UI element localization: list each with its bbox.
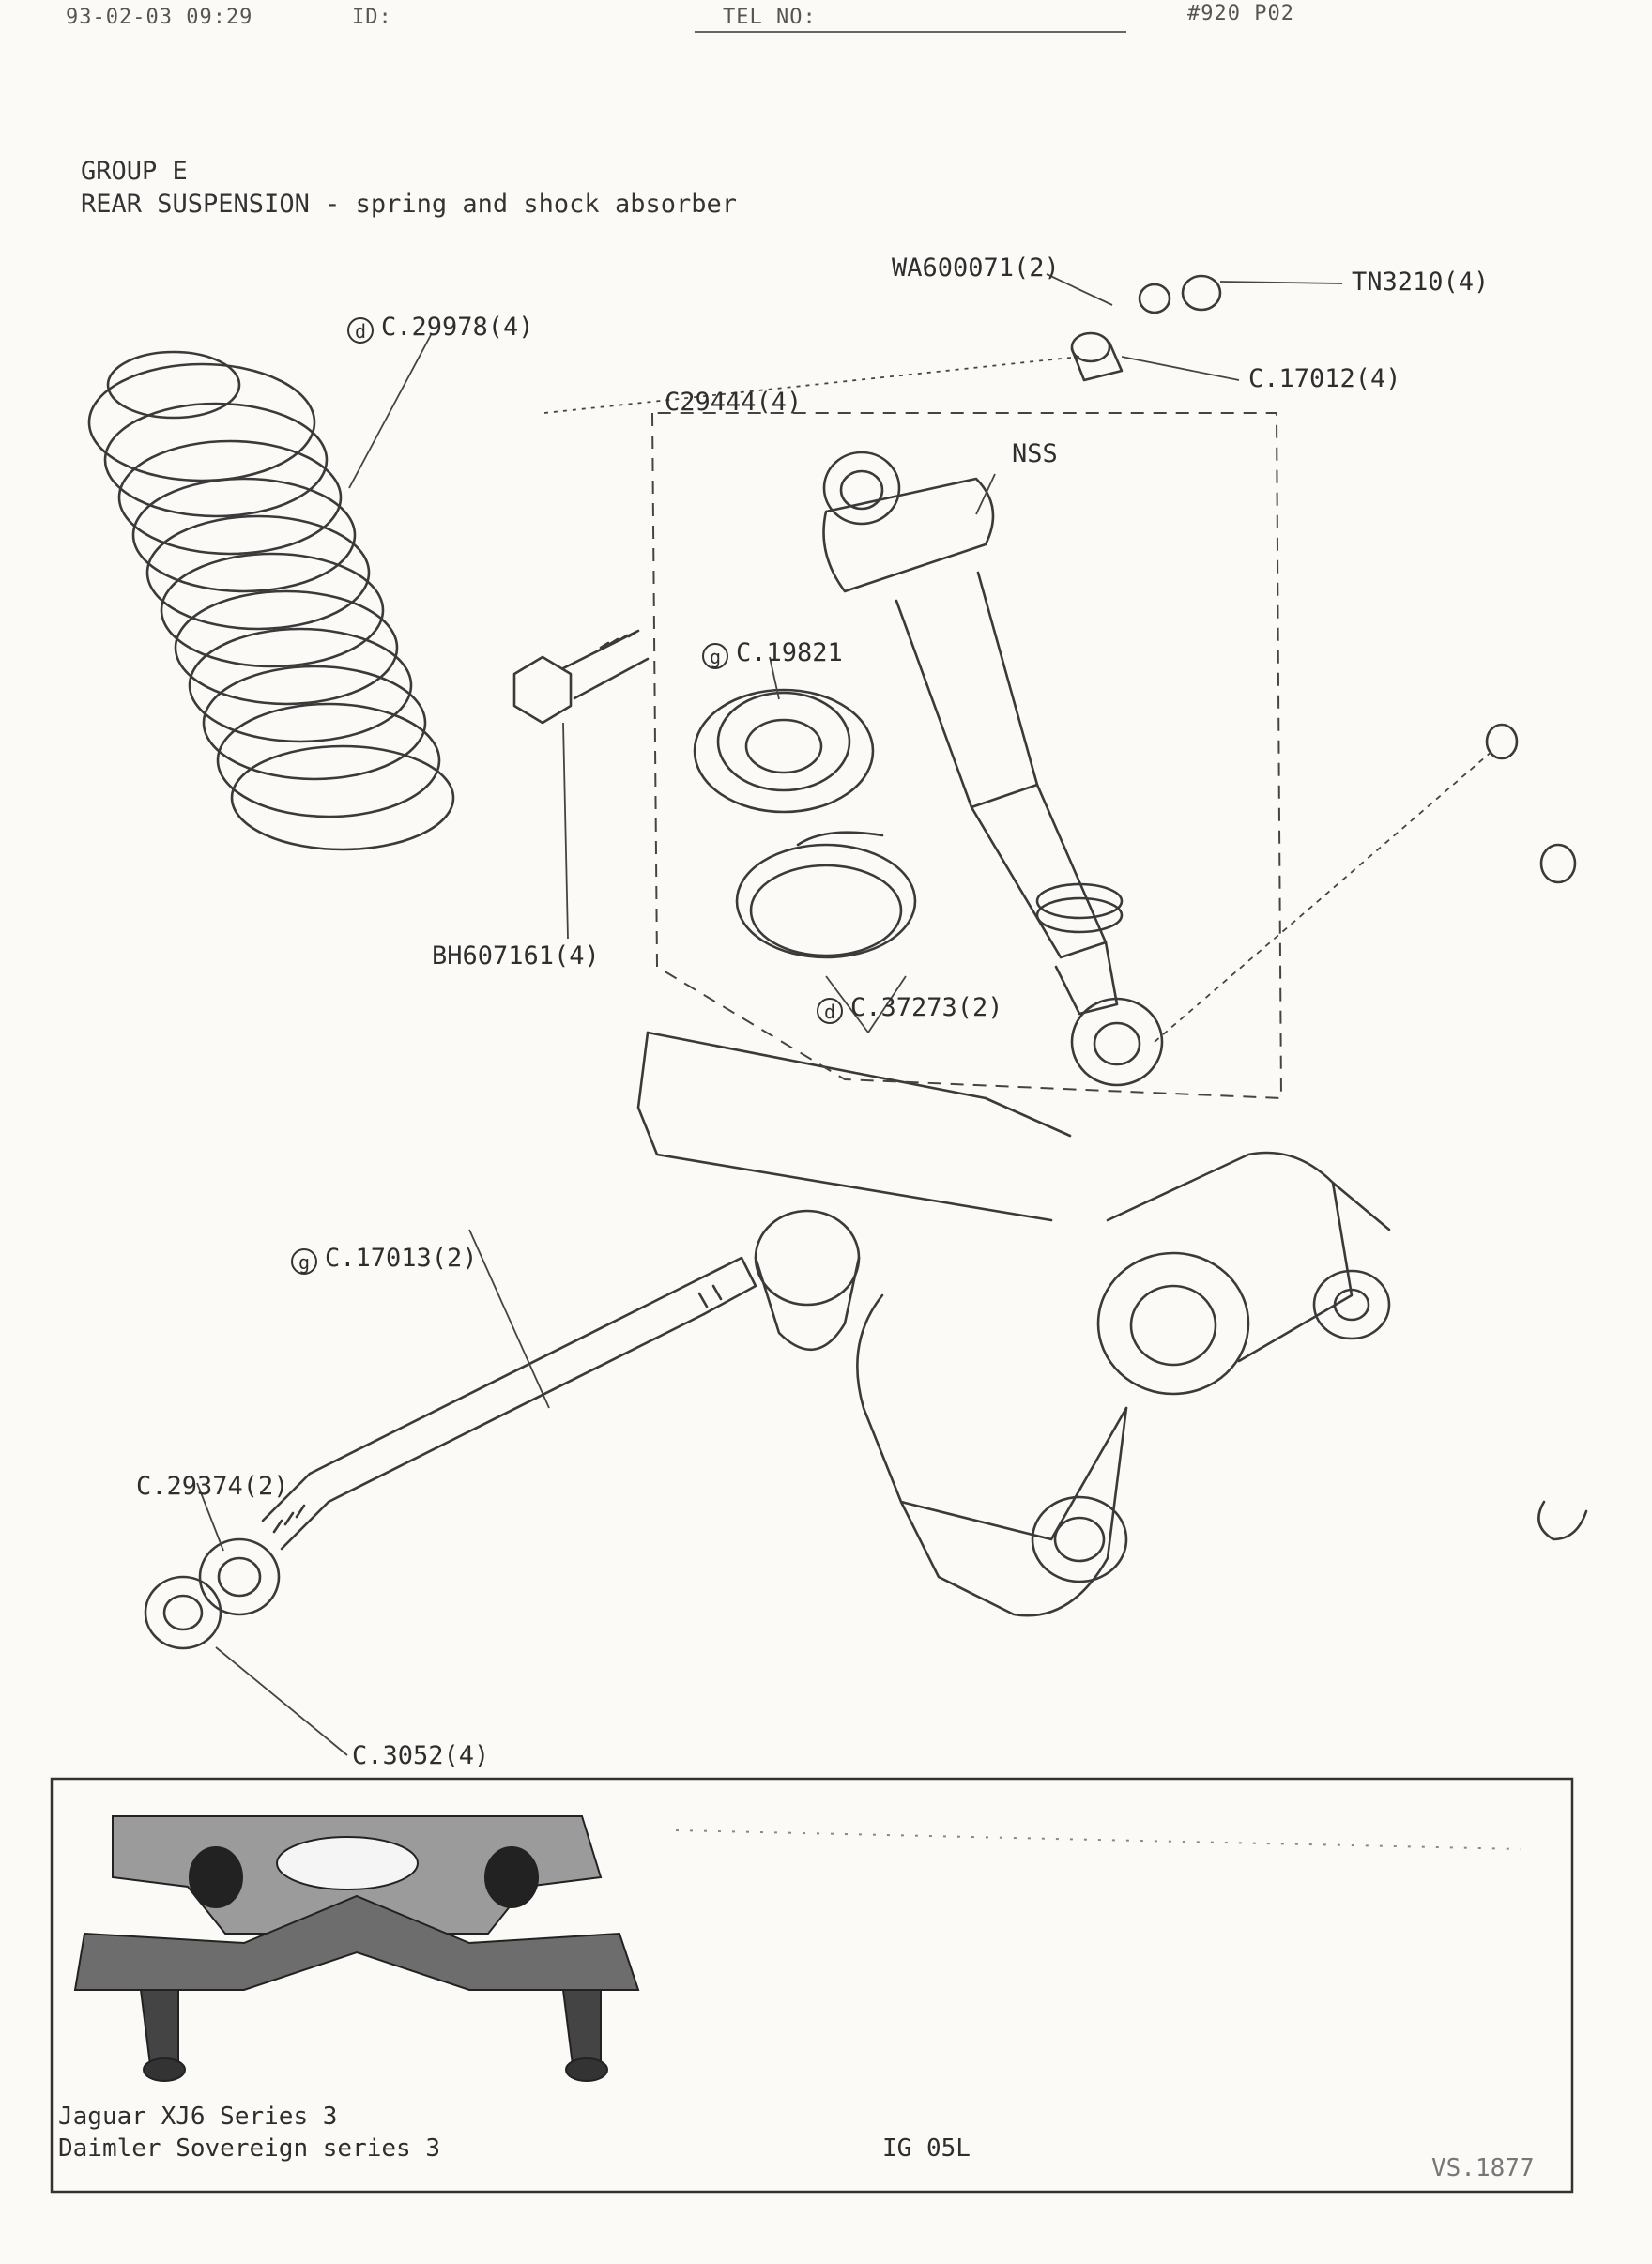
section-subtitle: REAR SUSPENSION - spring and shock absor…: [81, 190, 737, 219]
marker-g-icon: g: [702, 643, 728, 669]
spring-seat: [693, 688, 875, 814]
shock-absorber: [822, 451, 1164, 1087]
label-c29374: C.29374(2): [136, 1472, 289, 1501]
diagram-heading: GROUP E REAR SUSPENSION - spring and sho…: [81, 155, 737, 221]
wishbone-bracket: [636, 1031, 1391, 1617]
label-wa600071: WA600071(2): [892, 253, 1060, 283]
group-title: GROUP E: [81, 157, 188, 186]
reference-number: VS.1877: [1431, 2154, 1535, 2182]
fax-header-rule: [695, 31, 1126, 33]
inset-thumbnail: [73, 1815, 640, 2082]
pivot-shaft: [261, 1256, 757, 1551]
shock-kit-group-box: [650, 412, 1283, 1100]
marker-d-icon: d: [347, 317, 374, 344]
label-c29444: C29444(4): [665, 388, 803, 417]
mounting-bolt: [512, 629, 650, 725]
label-c3052: C.3052(4): [352, 1741, 490, 1770]
shaft-washers: [144, 1537, 281, 1650]
top-bushes: [1070, 274, 1222, 382]
label-c17012: C.17012(4): [1248, 364, 1401, 393]
fax-page: #920 P02: [1187, 2, 1294, 25]
fax-tel: TEL NO:: [723, 6, 817, 29]
fax-id: ID:: [352, 6, 392, 29]
inset-frame: [50, 1777, 1574, 2194]
marker-g-icon: g: [291, 1248, 317, 1275]
model-line-2: Daimler Sovereign series 3: [58, 2134, 440, 2163]
loose-nut: [1485, 723, 1588, 1541]
inset-dotted-trail: [675, 1829, 1522, 1850]
leader-lines: [196, 273, 1493, 1756]
packing-rings: [735, 831, 917, 959]
marker-d-icon: d: [817, 998, 843, 1024]
fax-date-time: 93-02-03 09:29: [66, 6, 253, 29]
label-bh607161: BH607161(4): [432, 941, 600, 971]
label-nss: NSS: [1012, 439, 1058, 468]
model-line-1: Jaguar XJ6 Series 3: [58, 2103, 338, 2131]
illustration-code: IG 05L: [882, 2134, 971, 2163]
label-tn3210: TN3210(4): [1352, 268, 1490, 297]
coil-spring: [87, 350, 455, 851]
